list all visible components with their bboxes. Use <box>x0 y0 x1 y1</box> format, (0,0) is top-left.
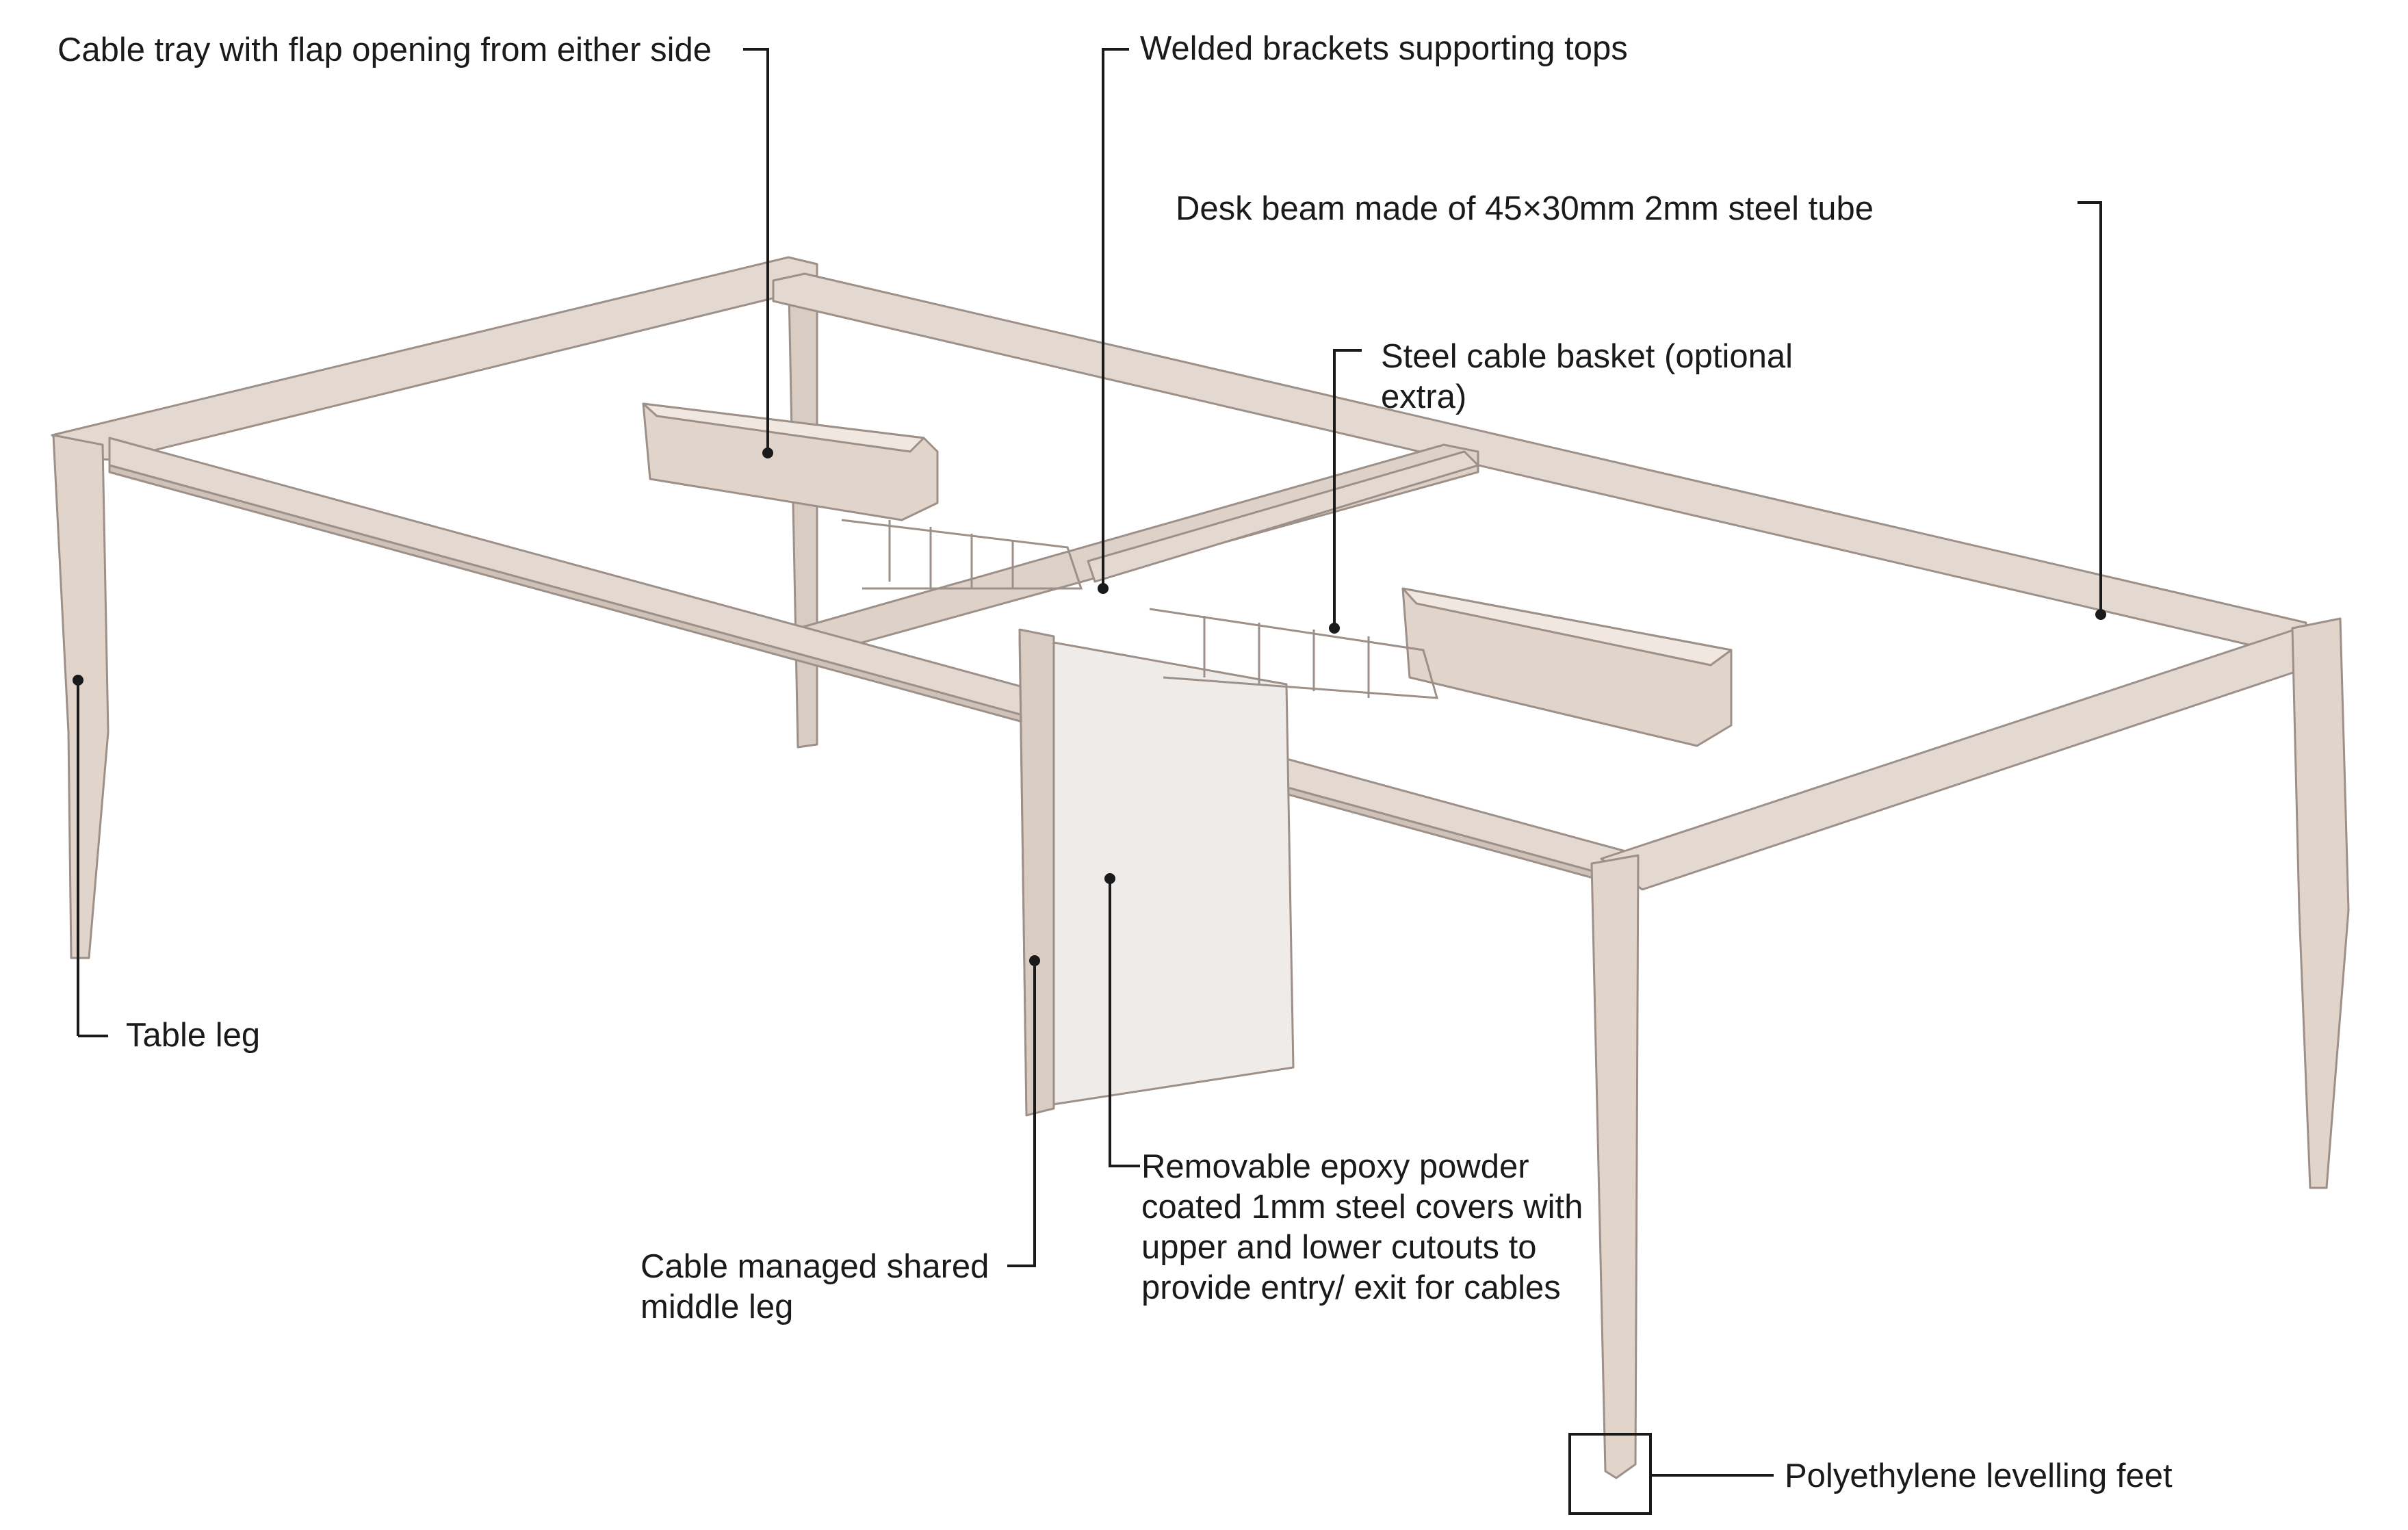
label-cable-basket: Steel cable basket (optional extra) <box>1381 338 1793 415</box>
label-middle-leg: Cable managed shared middle leg <box>640 1248 989 1325</box>
cable-basket-wire <box>841 519 1439 699</box>
label-desk-beam: Desk beam made of 45×30mm 2mm steel tube <box>1176 190 1874 227</box>
leader-cable-tray <box>743 48 769 453</box>
leader-steel-covers <box>1109 879 1140 1167</box>
cable-tray-right <box>1401 587 1733 747</box>
middle-leg-panel <box>1018 635 1295 1110</box>
center-cross-beam-front <box>1087 450 1479 583</box>
rear-right-leg <box>2291 617 2350 1189</box>
cable-tray-left-top <box>642 402 925 453</box>
label-steel-covers: Removable epoxy powder coated 1mm steel … <box>1141 1148 1583 1306</box>
leader-dots <box>73 448 2106 966</box>
label-cable-tray: Cable tray with flap opening from either… <box>57 31 712 68</box>
desk-frame-illustration <box>51 256 2350 1479</box>
front-left-leg <box>52 434 109 959</box>
leader-middle-leg <box>1007 961 1036 1267</box>
leader-desk-beam <box>2077 201 2102 614</box>
leader-lines <box>77 48 2102 1477</box>
front-long-beam-shade <box>108 464 1637 891</box>
front-right-leg <box>1590 854 1640 1479</box>
label-welded-brackets: Welded brackets supporting tops <box>1140 30 1628 67</box>
cable-tray-right-top <box>1401 587 1733 666</box>
leader-welded-brackets <box>1102 48 1129 588</box>
label-table-leg: Table leg <box>126 1017 261 1054</box>
label-levelling-feet: Polyethylene levelling feet <box>1785 1457 2173 1494</box>
leader-cable-basket <box>1333 349 1362 628</box>
middle-leg-post <box>1018 628 1055 1117</box>
